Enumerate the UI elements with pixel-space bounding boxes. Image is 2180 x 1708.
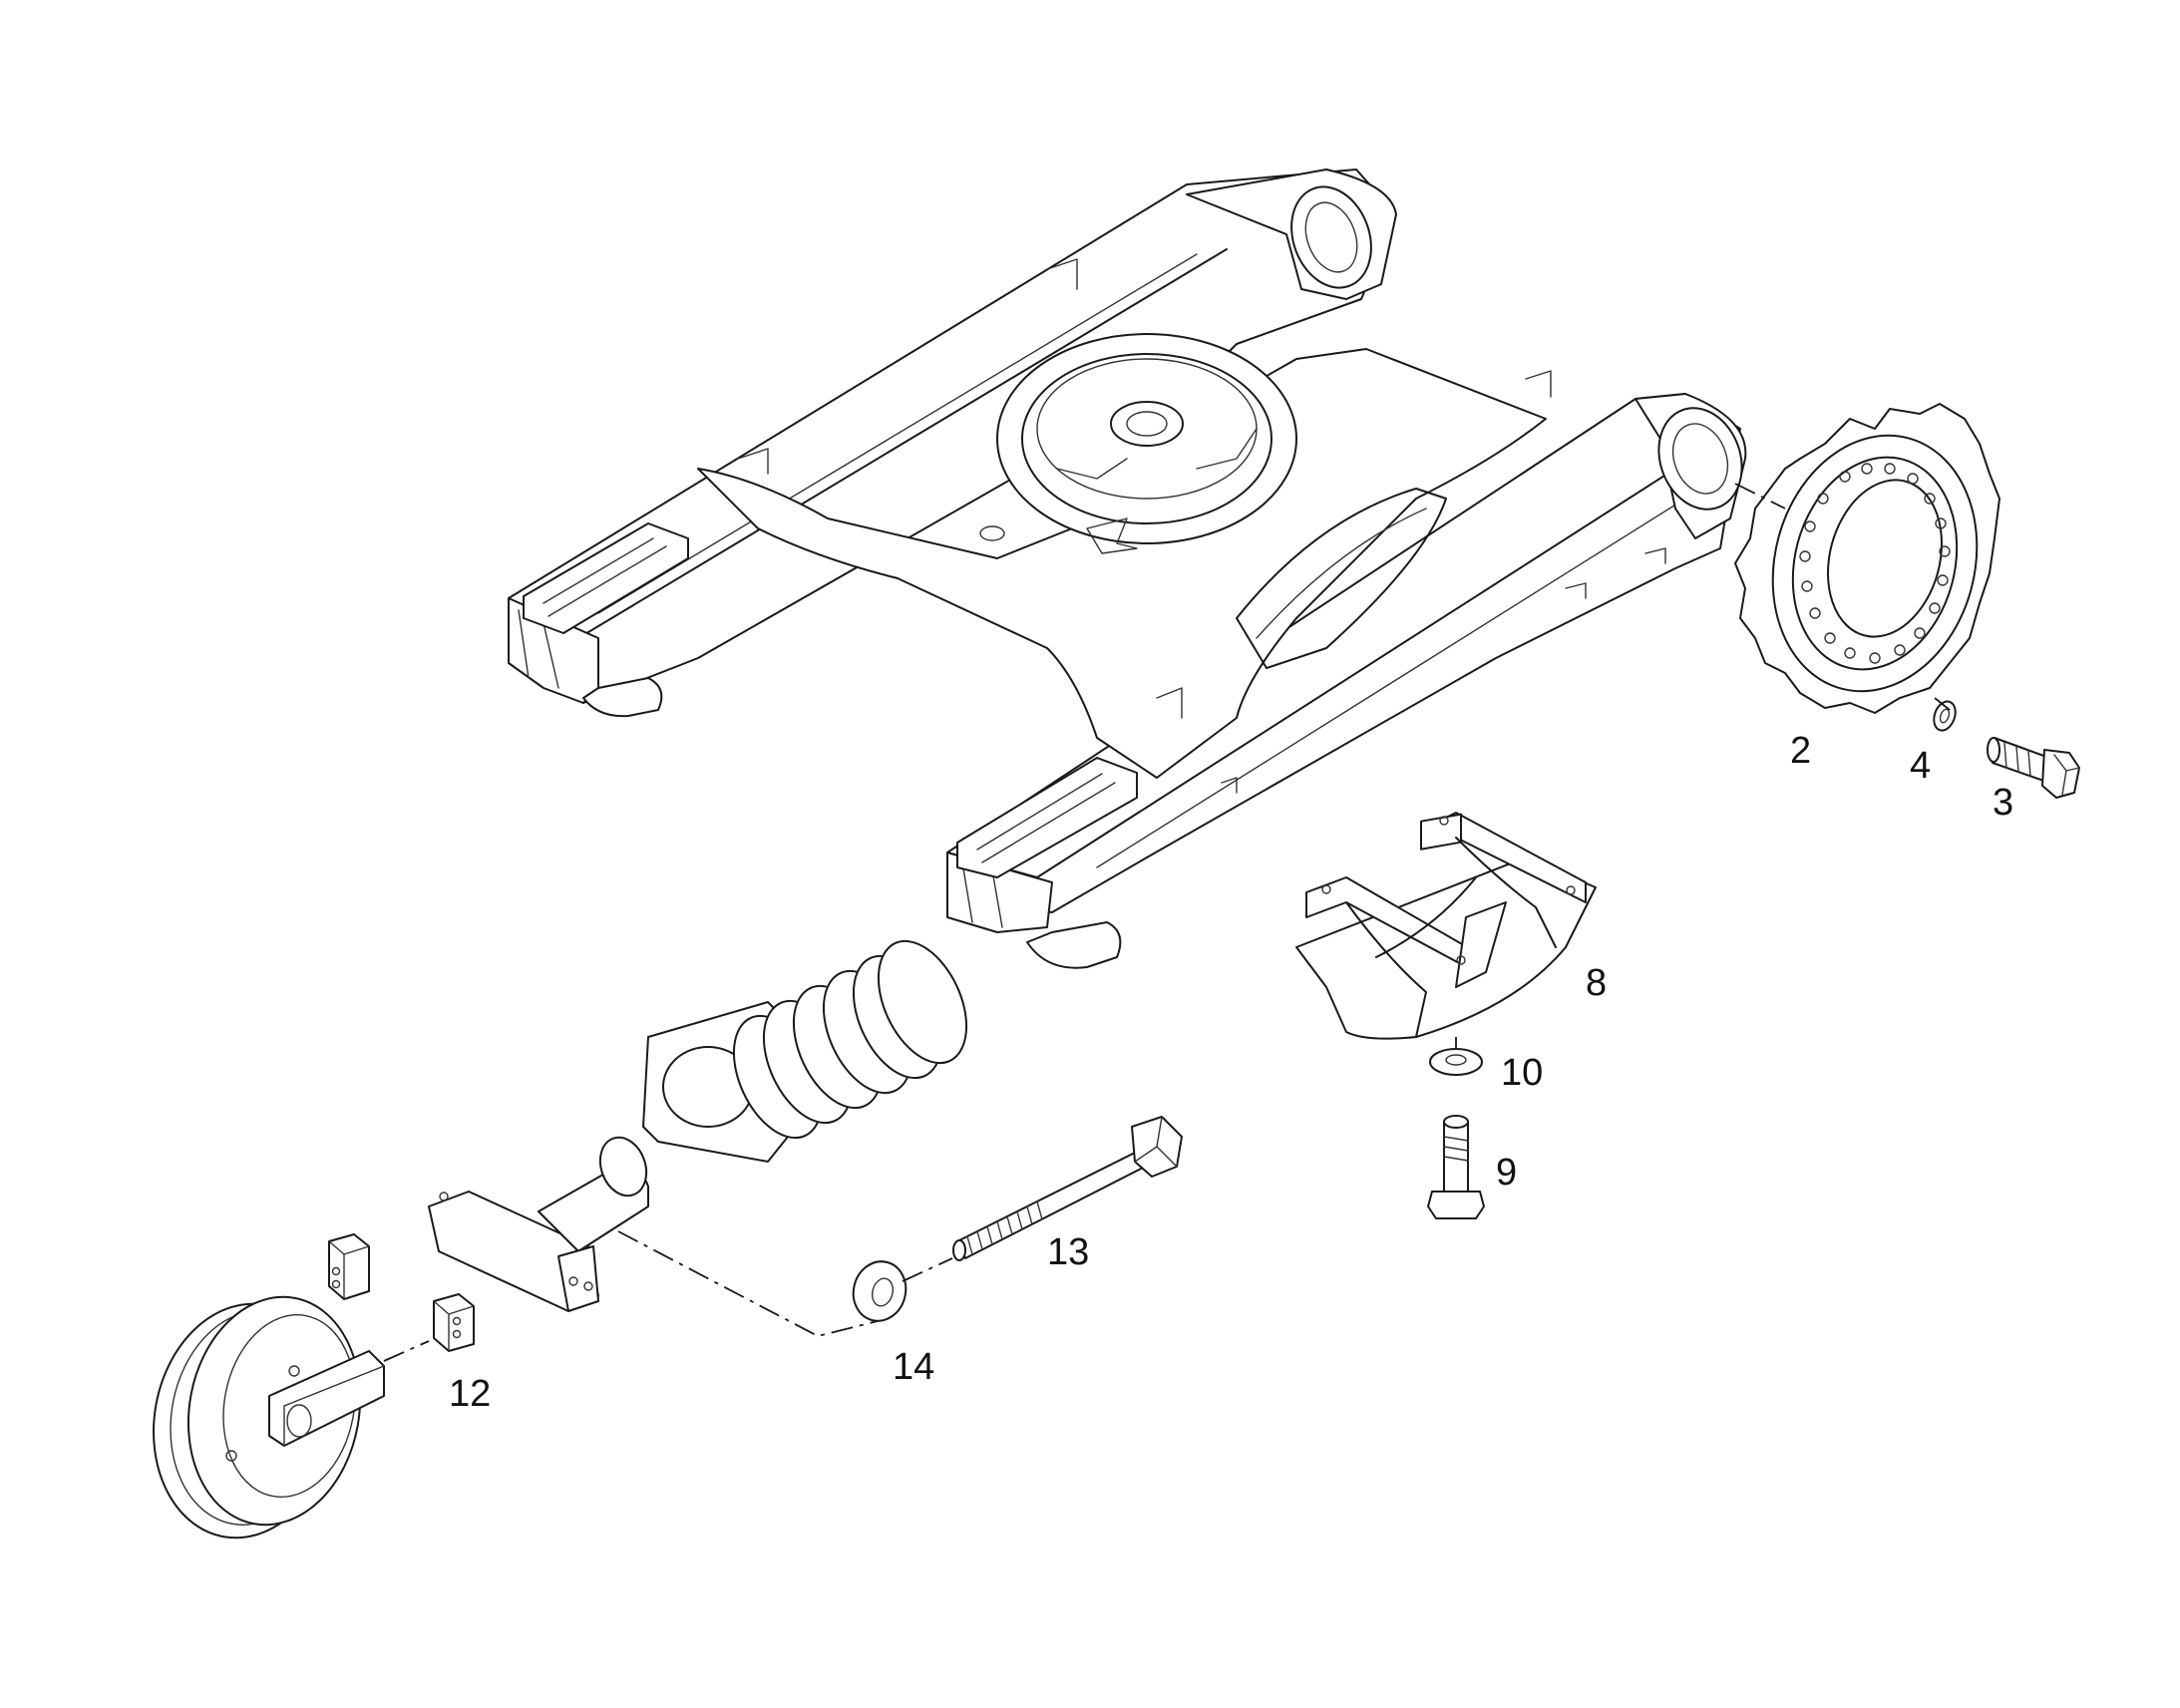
track-guide-part-8 [1295,812,1597,1040]
bolt-part-3 [1987,737,2080,799]
bolt-part-9 [1427,1115,1485,1219]
block-part-12-lower [433,1293,475,1352]
callout-13: 13 [1047,1231,1089,1273]
callout-12: 12 [449,1373,491,1415]
callout-14: 14 [893,1346,934,1388]
washer-part-10 [1429,1048,1483,1076]
rod-thread [966,1200,1043,1255]
assembly-axis-washer [1934,697,1951,711]
spring-coils [732,939,968,1140]
assembly-axis-block [383,1340,430,1362]
undercarriage-frame [508,169,1747,969]
callout-4: 4 [1910,745,1931,787]
recoil-spring [642,939,968,1163]
block-part-12-upper [328,1233,370,1300]
callout-labels: 2 3 4 8 9 10 12 13 14 [449,730,2013,1415]
assembly-axis-sprocket [1734,483,1786,510]
callout-8: 8 [1586,962,1607,1004]
assembly-axis-rod [902,1257,953,1282]
idler-yoke [428,1136,649,1312]
callout-10: 10 [1501,1052,1543,1094]
callout-2: 2 [1790,730,1811,772]
sprocket-bolt-holes [1799,463,1951,664]
lock-washer-part-4 [1933,700,1957,732]
assembly-axis-yoke [617,1230,879,1337]
sprocket-part-2 [1734,403,2000,714]
callout-3: 3 [1993,782,2013,824]
tension-bolt-part-13 [952,1116,1183,1261]
callout-9: 9 [1496,1152,1517,1194]
washer-part-14 [852,1260,908,1322]
idler-wheel [153,1295,385,1539]
